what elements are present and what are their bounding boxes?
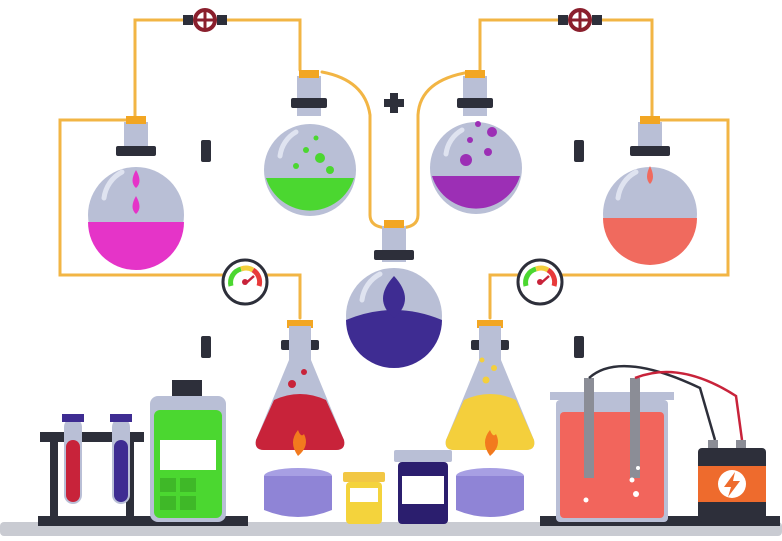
electrolysis-beaker xyxy=(550,364,744,522)
round-flask-green xyxy=(264,70,356,216)
valve-icon xyxy=(183,8,227,32)
yellow-jar xyxy=(343,472,385,524)
conical-flask-yellow xyxy=(445,320,535,450)
test-tube-rack xyxy=(40,414,144,518)
gauge-icon xyxy=(516,258,564,306)
round-flask-salmon xyxy=(603,116,697,265)
navy-jar xyxy=(394,450,452,524)
plus-icon xyxy=(384,93,404,113)
conical-flask-crimson xyxy=(255,320,345,450)
valve-icon xyxy=(558,8,602,32)
tube-connectors xyxy=(201,140,584,358)
burner-right xyxy=(456,430,524,517)
round-flask-indigo xyxy=(346,220,442,368)
battery xyxy=(698,440,766,522)
gauge-icon xyxy=(221,258,269,306)
round-flask-magenta xyxy=(88,116,184,270)
round-flask-purple xyxy=(430,70,522,214)
burner-left xyxy=(264,430,332,517)
lightning-icon xyxy=(724,472,740,497)
tubing xyxy=(58,18,730,320)
green-bottle xyxy=(150,380,226,522)
floor-shelf-left xyxy=(38,516,248,526)
